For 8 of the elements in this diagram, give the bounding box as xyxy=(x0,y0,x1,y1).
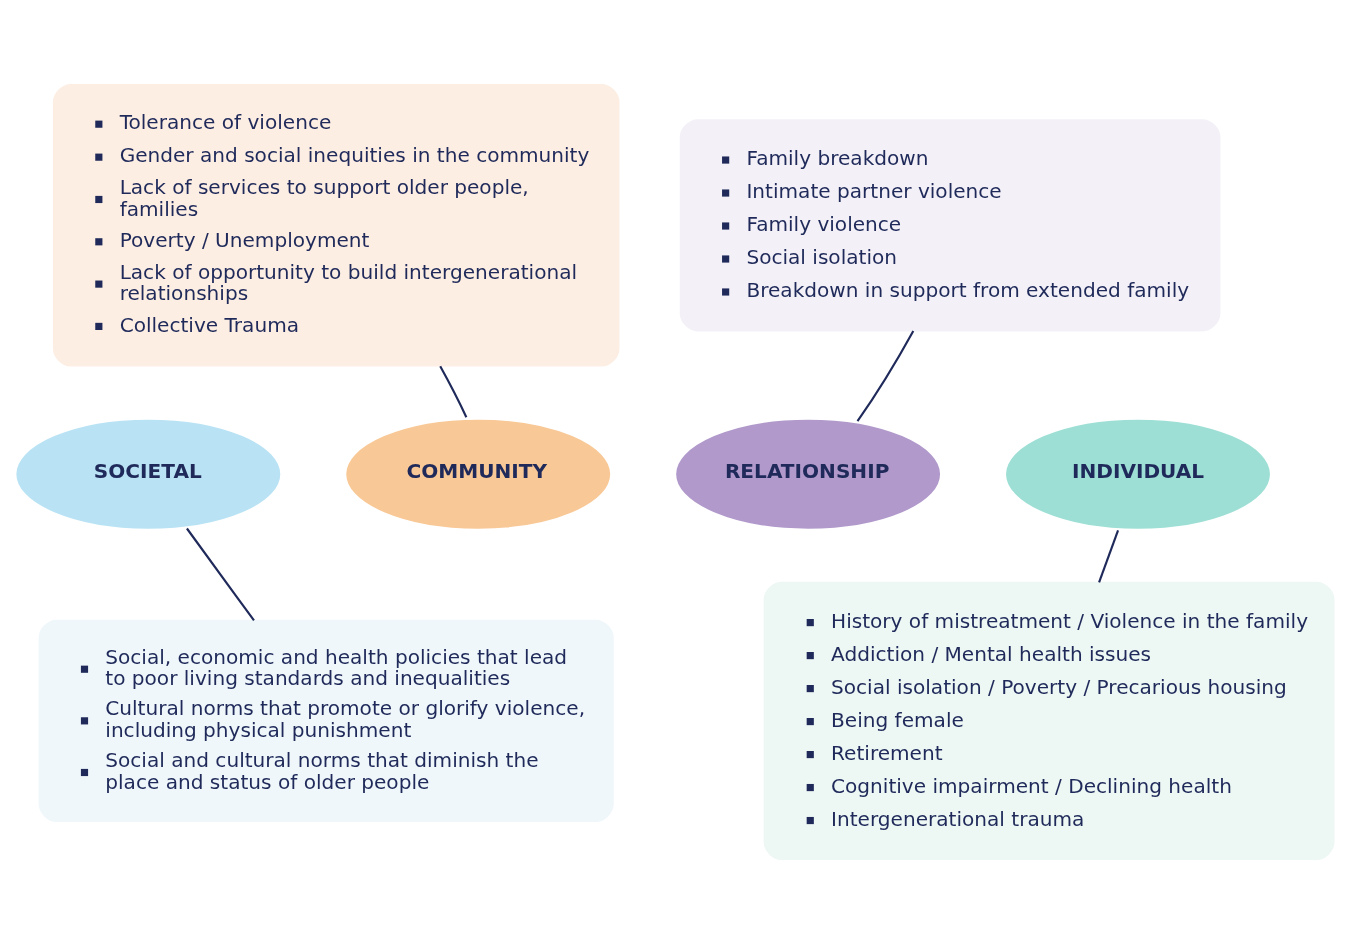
connector xyxy=(439,365,468,418)
node-box: Social, economic and health policies that lead to poor living standards and inequalities Cultural norms that promote or glorify violence, including physical punishment Social and cultural norms that diminish the place and status of older people xyxy=(38,619,614,822)
node-box: Family breakdown Intimate partner violence Family violence Social isolation Breakdown in support from extended family xyxy=(679,118,1221,331)
connector xyxy=(186,527,255,621)
node-box: Tolerance of violence Gender and social inequities in the community Lack of services to support older people, families Poverty / Unemployment Lack of opportunity to build intergenerational relationships Collective Trauma xyxy=(52,83,620,367)
node-box: History of mistreatment / Violence in the family Addiction / Mental health issues Social isolation / Poverty / Precarious housing Being female Retirement Cognitive impairment / Declining health Intergenerational trauma xyxy=(763,581,1335,860)
connector xyxy=(856,330,915,422)
connector xyxy=(1098,529,1120,583)
